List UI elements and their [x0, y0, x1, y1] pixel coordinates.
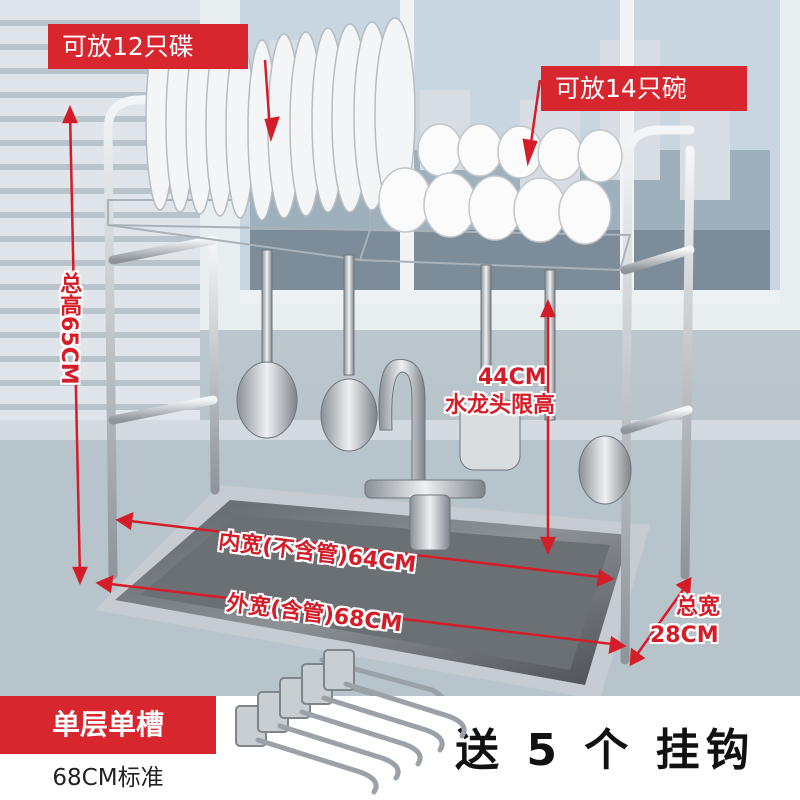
plates-callout: 可放12只碟	[48, 24, 248, 69]
rack-frame	[103, 90, 695, 665]
faucet-limit-value: 44CM	[478, 365, 547, 390]
bowls-callout: 可放14只碗	[541, 66, 747, 111]
plates	[145, 17, 416, 221]
badge-subtitle: 68CM标准	[52, 765, 164, 791]
faucet-limit-label: 水龙头限高	[445, 393, 556, 418]
sink	[95, 485, 650, 700]
gift-text: 送 5 个 挂钩	[455, 725, 756, 776]
total-depth-value: 28CM	[650, 623, 719, 648]
model-badge: 单层单槽 68CM标准	[0, 696, 216, 800]
total-height-label: 总高65CM	[56, 272, 82, 385]
faucet	[364, 359, 486, 551]
bowls	[378, 123, 623, 245]
total-depth-label: 总宽	[676, 595, 721, 620]
hanging-utensils	[236, 249, 632, 505]
badge-title: 单层单槽	[0, 696, 216, 754]
dimension-lines	[62, 59, 692, 667]
